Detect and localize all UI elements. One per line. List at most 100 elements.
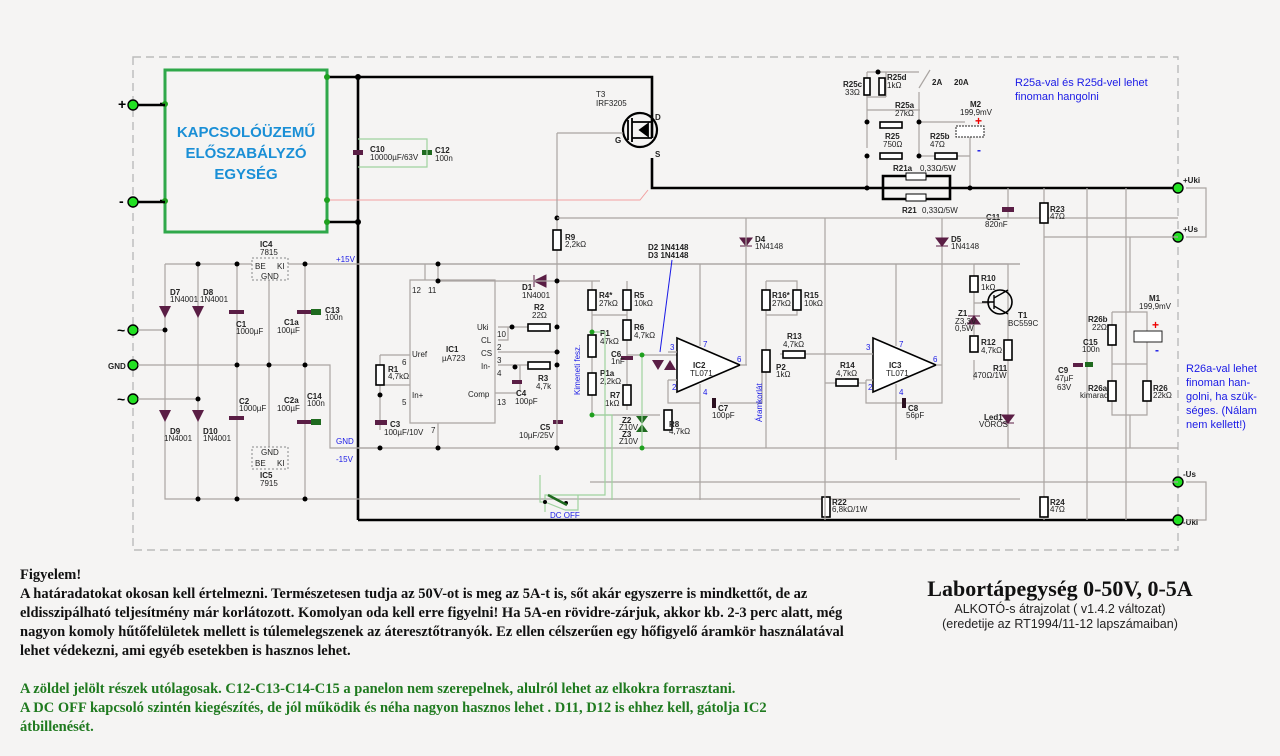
green-note-p2: A DC OFF kapcsoló szintén kiegészítés, d… [20, 700, 767, 735]
component-label: C13 [325, 306, 340, 315]
component-label: + [1152, 318, 1159, 332]
warning-note: Figyelem! A határadatokat okosan kell ér… [20, 566, 850, 661]
r26-hint-line-4: séges. (Nálam [1186, 405, 1257, 417]
component-label: In- [481, 362, 491, 371]
component-label: C7 [718, 404, 729, 413]
title-block: Labortápegység 0-50V, 0-5A ALKOTÓ-s átra… [880, 576, 1240, 632]
component-label: 100µF [277, 404, 300, 413]
component-label: IC5 [260, 471, 273, 480]
component-label: R16* [772, 291, 791, 300]
junction-dot [554, 362, 560, 368]
component-label: D8 [203, 288, 214, 297]
component-label: BE [255, 459, 266, 468]
component-symbol [163, 68, 329, 234]
r26-hint-line-1: R26a-val lehet [1186, 363, 1257, 375]
resistor-symbol [1107, 380, 1117, 402]
component-symbol [553, 420, 563, 424]
resistor-symbol [835, 378, 859, 387]
component-label: 27kΩ [895, 109, 914, 118]
component-label: 470Ω/1W [973, 371, 1007, 380]
component-label: Z10V [619, 423, 639, 432]
component-label: R26a [1088, 384, 1108, 393]
terminal-plus [127, 99, 139, 111]
warning-title: Figyelem! [20, 567, 82, 583]
wire [192, 410, 204, 422]
component-symbol [621, 356, 633, 360]
component-label: µA723 [442, 354, 466, 363]
wire [659, 259, 673, 353]
component-label: 1kΩ [605, 399, 619, 408]
wire [197, 264, 306, 499]
component-label: C12 [435, 146, 450, 155]
component-label: +Us [1183, 225, 1198, 234]
component-label: D5 [951, 235, 962, 244]
component-label: R13 [787, 332, 802, 341]
output-voltage-pot-label: Kimeneti fesz. [573, 345, 582, 395]
component-label: T3 [596, 90, 606, 99]
component-label: R25a [895, 101, 915, 110]
component-label: R6 [634, 323, 645, 332]
rail-plus15-label: +15V [336, 255, 356, 264]
wire [138, 103, 165, 204]
component-label: R7 [610, 391, 621, 400]
r25-hint-line-2: finoman hangolni [1015, 91, 1099, 103]
block-line-3: EGYSÉG [214, 166, 277, 183]
component-label: R4* [599, 291, 613, 300]
component-label: -Uki [1183, 518, 1198, 527]
wire [159, 306, 171, 318]
component-label: 10 [497, 330, 506, 339]
component-label: IC3 [889, 361, 902, 370]
resistor-symbol [375, 364, 385, 386]
terminal-uki-plus [1172, 182, 1184, 194]
component-symbol [1085, 362, 1093, 367]
board-outline [132, 56, 1179, 551]
component-label: 27kΩ [599, 299, 618, 308]
component-label: D [655, 113, 661, 122]
junction-dot [324, 74, 330, 80]
component-label: R12 [981, 338, 996, 347]
junction-dot [302, 261, 308, 267]
r25-hint-line-1: R25a-val és R25d-vel lehet [1015, 77, 1148, 89]
wire [539, 475, 579, 511]
component-label: 7 [703, 340, 708, 349]
component-label: 11 [428, 286, 437, 295]
component-label: 100n [435, 154, 453, 163]
component-label: 1N4148 [951, 242, 980, 251]
component-label: D7 [170, 288, 181, 297]
component-label: R3 [538, 374, 549, 383]
wire [556, 132, 623, 218]
terminal-uki-minus [1172, 514, 1184, 526]
component-label: 2A [932, 78, 942, 87]
component-label: KI [277, 262, 285, 271]
component-label: IRF3205 [596, 99, 627, 108]
component-label: 5 [402, 398, 407, 407]
junction-dot [127, 359, 139, 371]
wire [860, 218, 943, 460]
component-symbol [905, 193, 927, 202]
component-label: 820nF [985, 220, 1008, 229]
component-symbol [712, 398, 716, 408]
junction-dot [509, 324, 515, 330]
component-symbol [512, 380, 522, 384]
component-label: 4,7kΩ [669, 427, 690, 436]
resistor-symbol [879, 152, 903, 160]
wire [650, 158, 1178, 190]
junction-dot [302, 362, 308, 368]
component-symbol [905, 172, 927, 181]
component-label: 4,7kΩ [388, 372, 409, 381]
component-label: R25b [930, 132, 950, 141]
junction-dot [234, 496, 240, 502]
mosfet-t3: T3 IRF3205 D G S [556, 90, 661, 218]
component-label: C14 [307, 392, 322, 401]
component-label: P1a [600, 369, 615, 378]
component-label: 4,7kΩ [981, 346, 1002, 355]
component-symbol [955, 125, 985, 138]
component-label: 6,8kΩ/1W [832, 505, 868, 514]
junction-dot [589, 412, 595, 418]
component-label: C6 [611, 350, 622, 359]
component-symbol [297, 420, 312, 424]
